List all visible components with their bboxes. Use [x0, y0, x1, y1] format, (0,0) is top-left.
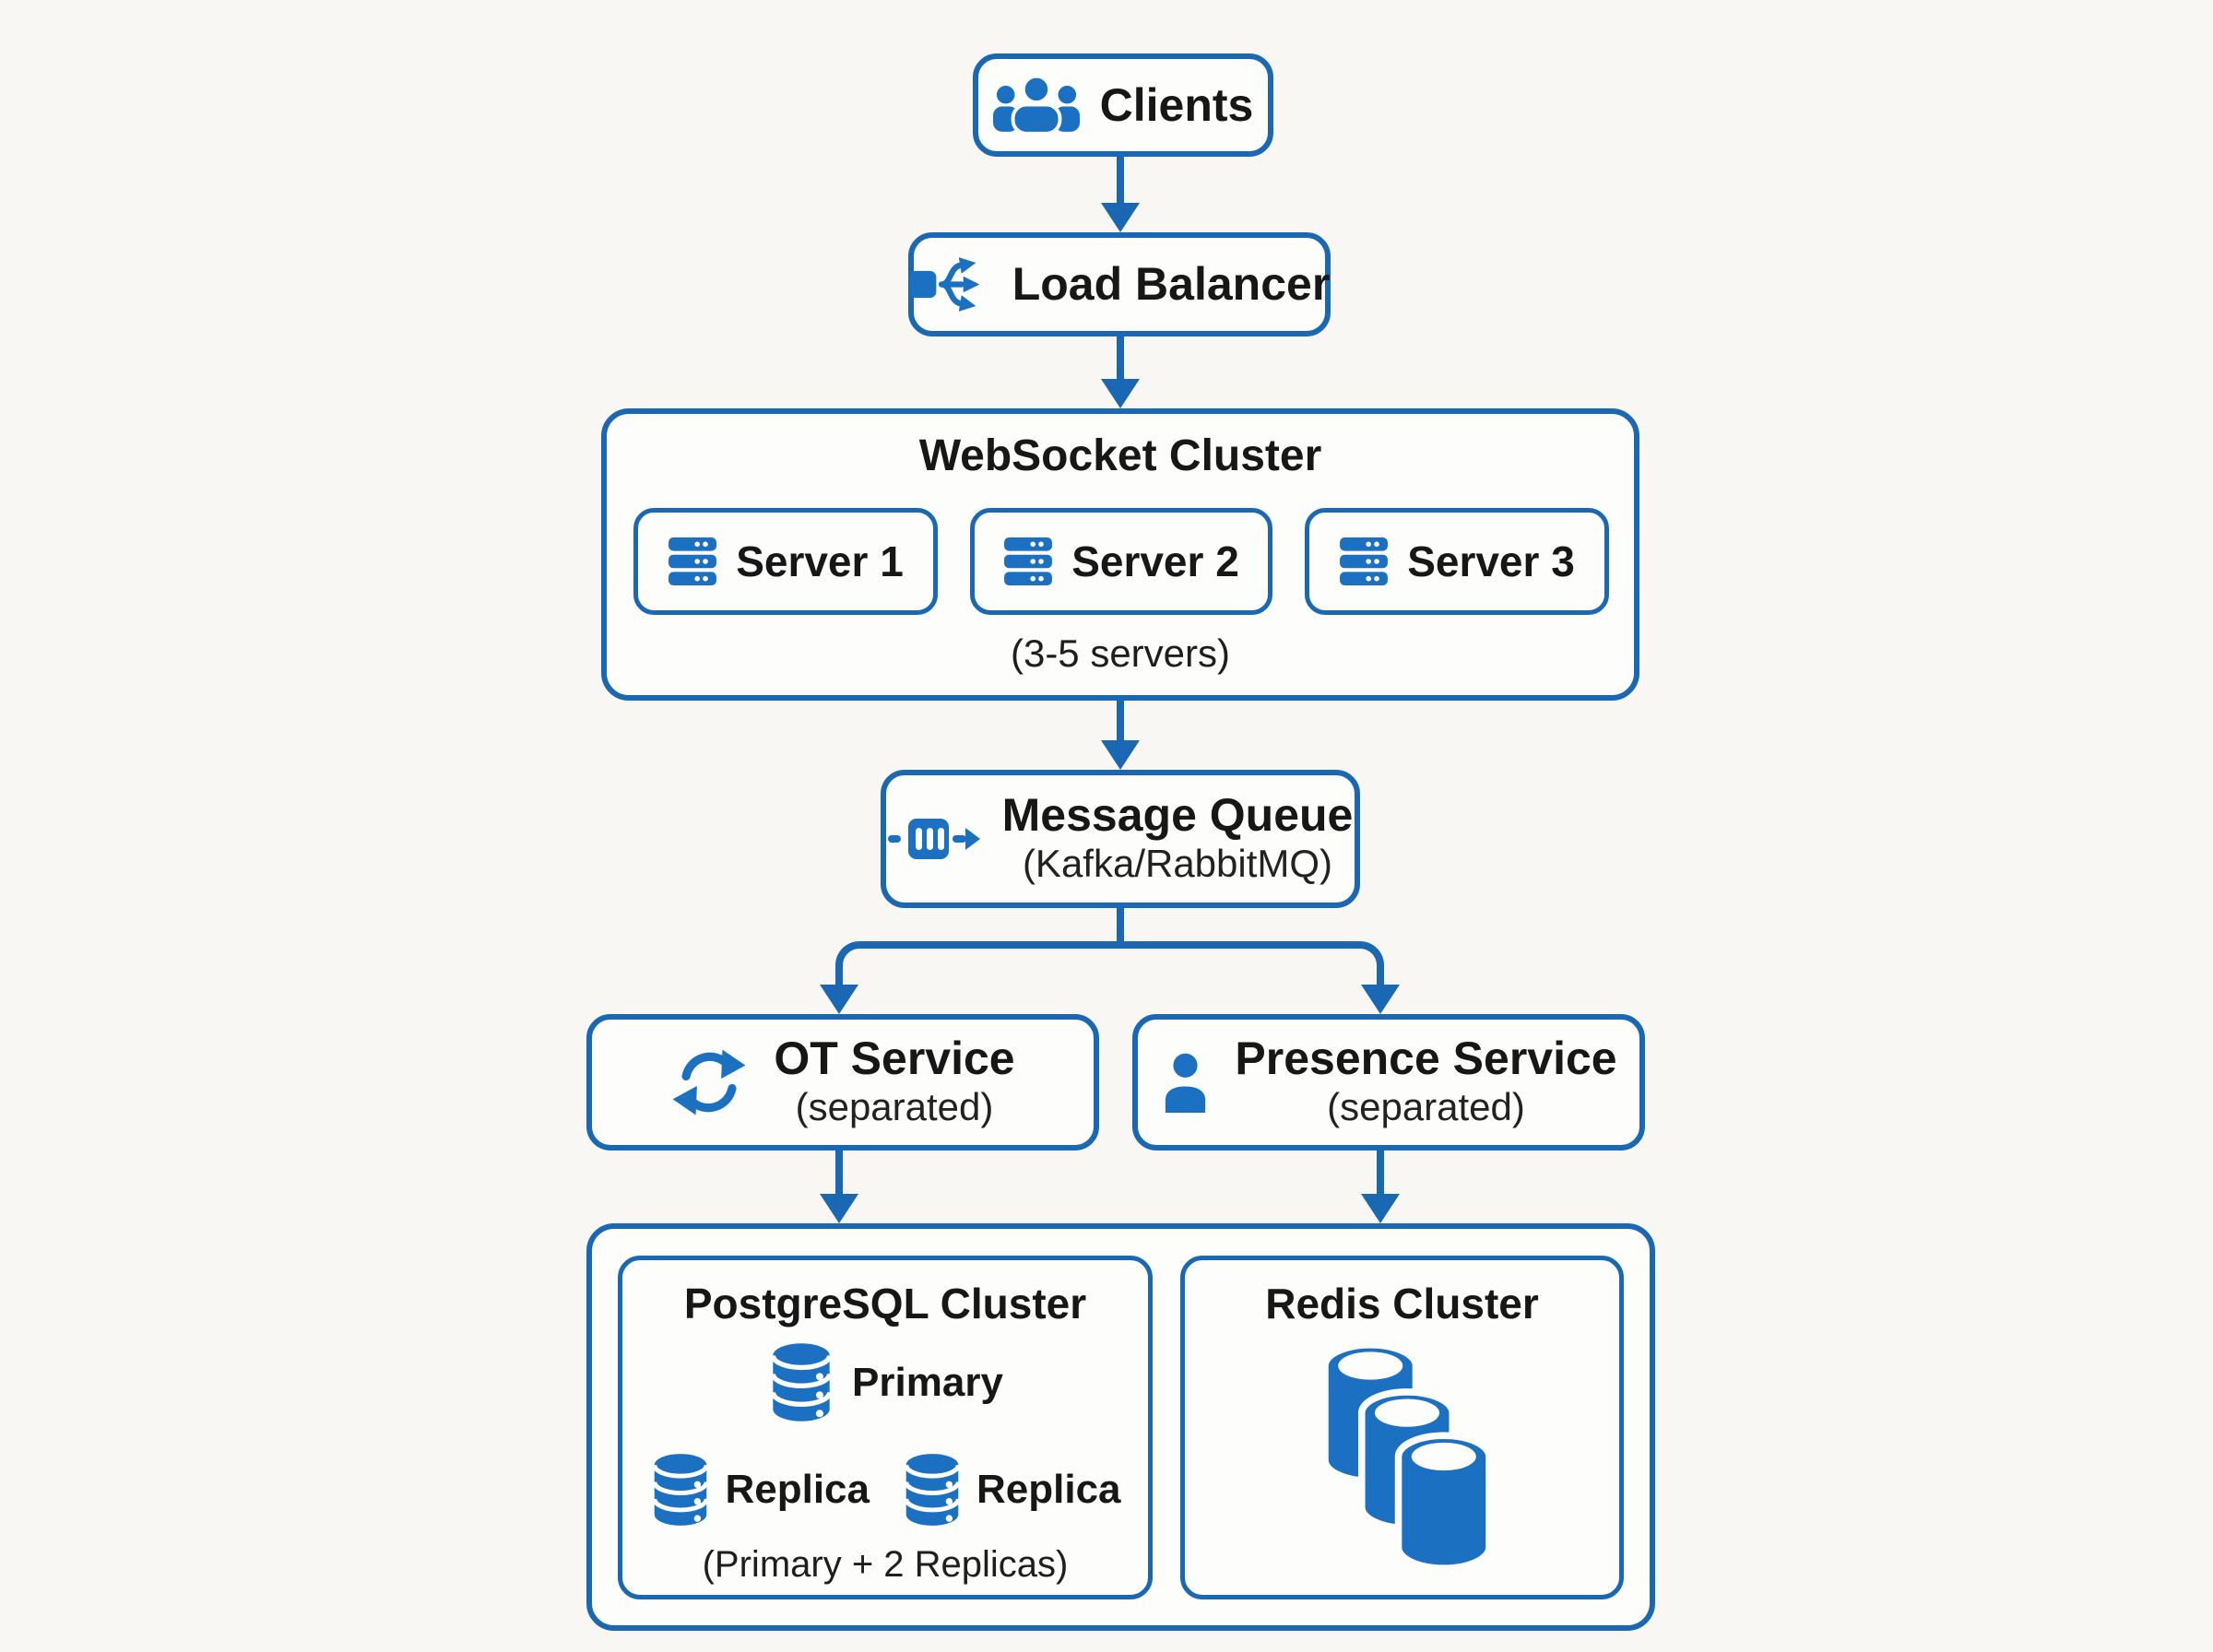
redis-cluster-node: Redis Cluster	[1180, 1256, 1624, 1599]
postgres-primary-label: Primary	[852, 1359, 1003, 1405]
presence-service-label: Presence Service	[1235, 1032, 1617, 1085]
arrow-cluster-to-queue-line	[1117, 699, 1124, 743]
queue-split-left-branch	[835, 941, 1120, 987]
ot-service-sublabel: (separated)	[795, 1085, 994, 1129]
load-balancer-label: Load Balancer	[1012, 258, 1331, 310]
postgresql-cluster-caption: (Primary + 2 Replicas)	[702, 1544, 1069, 1585]
arrow-presence-to-redis-line	[1377, 1149, 1384, 1197]
websocket-cluster-caption: (3-5 servers)	[1010, 631, 1231, 675]
redis-cluster-title: Redis Cluster	[1265, 1280, 1539, 1328]
server-3-node: Server 3	[1305, 508, 1609, 615]
database-icon	[770, 1343, 833, 1422]
person-icon	[1166, 1053, 1206, 1113]
arrow-clients-to-loadbalancer-head	[1101, 203, 1140, 232]
postgres-replica-1: Replica	[649, 1452, 870, 1528]
arrow-queue-to-presence-head	[1361, 985, 1400, 1014]
message-queue-label: Message Queue	[1001, 789, 1354, 842]
database-icon	[652, 1454, 710, 1526]
postgres-replicas-row: Replica	[622, 1452, 1148, 1528]
server-1-label: Server 1	[736, 537, 904, 585]
postgresql-cluster-title: PostgreSQL Cluster	[683, 1280, 1087, 1328]
websocket-cluster-node: WebSocket Cluster Server 1	[601, 408, 1639, 701]
message-queue-sublabel: (Kafka/RabbitMQ)	[1022, 842, 1333, 886]
arrow-queue-to-ot-head	[820, 985, 858, 1014]
arrow-ot-to-postgres-line	[835, 1149, 843, 1197]
postgres-replica-2-label: Replica	[976, 1467, 1121, 1512]
arrow-loadbalancer-to-cluster-line	[1117, 335, 1124, 381]
arrow-presence-to-redis-head	[1361, 1194, 1400, 1223]
redis-cylinders-icon	[1321, 1341, 1493, 1572]
presence-service-sublabel: (separated)	[1327, 1085, 1525, 1129]
data-stores-container: PostgreSQL Cluster Primary	[586, 1223, 1655, 1631]
sync-icon	[672, 1049, 746, 1115]
postgres-primary-row: Primary	[622, 1341, 1148, 1423]
ot-service-node: OT Service (separated)	[586, 1014, 1099, 1150]
arrow-ot-to-postgres-head	[820, 1194, 858, 1223]
queue-split-stub	[1117, 906, 1124, 943]
websocket-cluster-title: WebSocket Cluster	[918, 431, 1322, 480]
database-icon	[904, 1454, 961, 1526]
postgresql-cluster-node: PostgreSQL Cluster Primary	[618, 1256, 1153, 1599]
queue-icon	[887, 818, 980, 859]
server-3-label: Server 3	[1407, 537, 1575, 585]
load-balancer-icon	[908, 257, 980, 312]
presence-service-node: Presence Service (separated)	[1132, 1014, 1645, 1150]
queue-split-right-branch	[1117, 941, 1384, 987]
arrow-cluster-to-queue-head	[1101, 740, 1140, 770]
users-icon	[992, 77, 1080, 134]
postgres-replica-2: Replica	[901, 1452, 1121, 1528]
server-icon	[669, 537, 717, 585]
ot-service-label: OT Service	[774, 1032, 1015, 1085]
clients-node: Clients	[973, 53, 1273, 157]
postgres-replica-1-label: Replica	[725, 1467, 870, 1512]
server-icon	[1340, 537, 1389, 585]
load-balancer-node: Load Balancer	[908, 232, 1331, 336]
server-1-node: Server 1	[633, 508, 938, 615]
message-queue-node: Message Queue (Kafka/RabbitMQ)	[881, 770, 1360, 908]
arrow-clients-to-loadbalancer-line	[1117, 155, 1124, 205]
server-icon	[1004, 537, 1053, 585]
server-2-label: Server 2	[1071, 537, 1239, 585]
server-2-node: Server 2	[970, 508, 1272, 615]
clients-label: Clients	[1099, 78, 1254, 131]
arrow-loadbalancer-to-cluster-head	[1101, 379, 1140, 408]
